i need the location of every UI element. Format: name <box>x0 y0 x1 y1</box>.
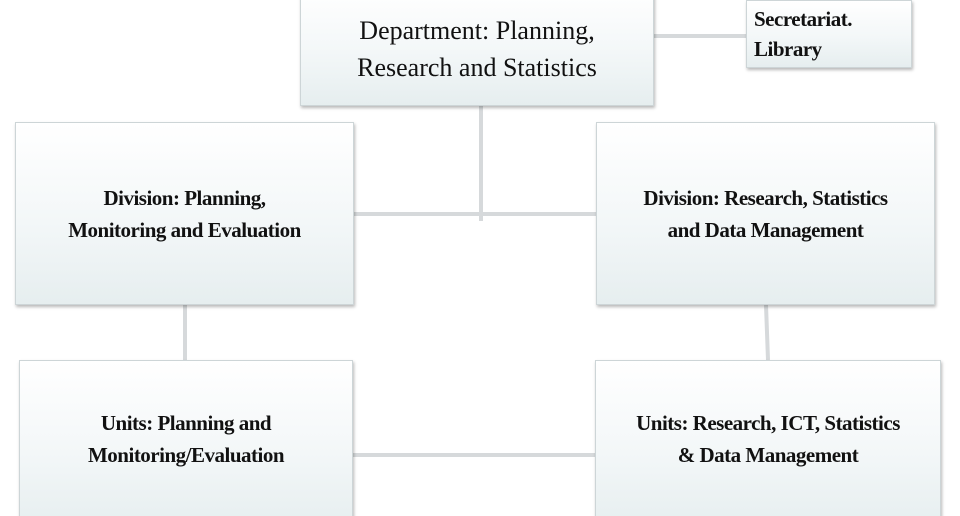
division-planning-label-line2: Monitoring and Evaluation <box>68 217 301 242</box>
department-label-line1: Department: Planning, <box>359 16 595 45</box>
division-research-node: Division: Research, Statistics and Data … <box>596 122 935 305</box>
units-research-label-line2: & Data Management <box>677 443 859 467</box>
division-research-label-line1: Division: Research, Statistics <box>643 185 888 210</box>
department-label-line2: Research and Statistics <box>357 53 597 82</box>
division-research-label-line2: and Data Management <box>667 217 864 242</box>
department-node: Department: Planning, Research and Stati… <box>300 0 654 106</box>
units-planning-label-line1: Units: Planning and <box>100 411 272 435</box>
connector-division-rsd-units <box>764 304 770 361</box>
units-research-label-line1: Units: Research, ICT, Statistics <box>636 411 900 435</box>
units-planning-label-line2: Monitoring/Evaluation <box>87 443 285 467</box>
secretariat-node: Secretariat. Library <box>746 0 912 68</box>
secretariat-label-line2: Library <box>754 37 822 61</box>
units-planning-node: Units: Planning and Monitoring/Evaluatio… <box>19 360 353 516</box>
division-planning-label-line1: Division: Planning, <box>103 185 266 210</box>
units-research-node: Units: Research, ICT, Statistics & Data … <box>595 360 941 516</box>
secretariat-label-line1: Secretariat. <box>754 7 852 31</box>
division-planning-node: Division: Planning, Monitoring and Evalu… <box>15 122 354 305</box>
